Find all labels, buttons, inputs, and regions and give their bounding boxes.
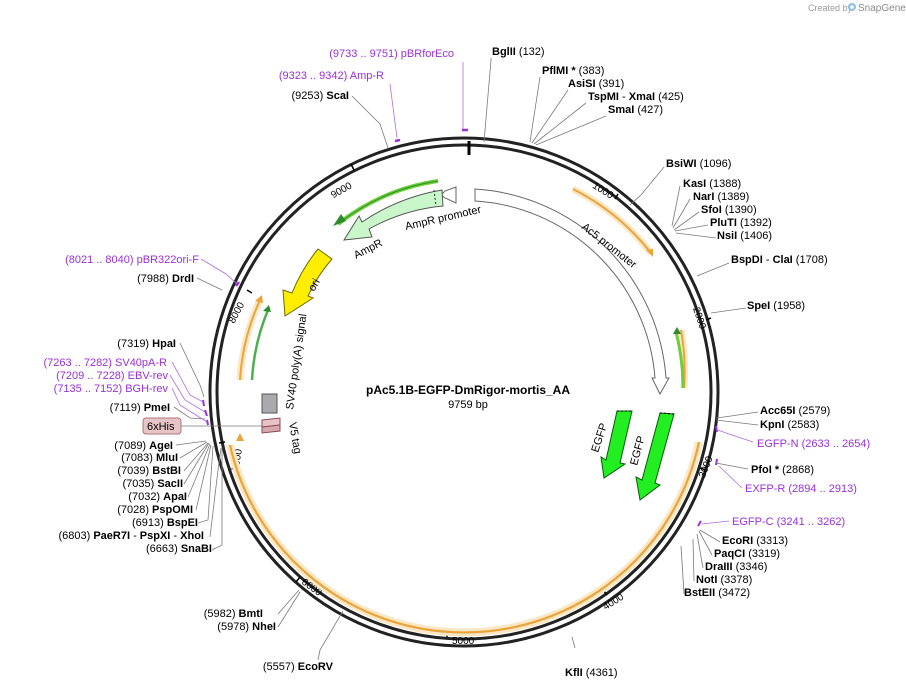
site-label-hpai: (7319) HpaI <box>117 338 176 350</box>
site-label-pfoi: PfoI * (2868) <box>751 464 814 476</box>
site-label-bspei: (6913) BspEI <box>132 517 198 529</box>
ruler-tick-3000: 3000 <box>697 454 716 479</box>
primer-label-ebvrev: (7209 .. 7228) EBV-rev <box>56 370 168 382</box>
site-label-nsii: NsiI (1406) <box>717 230 772 242</box>
his-tag-feature: 6xHis <box>142 417 262 435</box>
orf-arc-left <box>236 295 264 381</box>
site-label-nhei: (5978) NheI <box>217 621 276 633</box>
site-label-bmti: (5982) BmtI <box>204 608 263 620</box>
restriction-site-labels: BglII (132) PflMI * (383)AsiSI (391)TspMI… <box>58 46 830 679</box>
primer-label-sv40par: (7263 .. 7282) SV40pA-R <box>43 357 167 369</box>
svg-text:V5 tag: V5 tag <box>286 421 303 454</box>
site-label-paer7i: (6803) PaeR7I - PspXI - XhoI <box>58 530 204 542</box>
site-label-acc65i: Acc65I (2579) <box>760 405 830 417</box>
svg-text:EGFP: EGFP <box>628 435 647 467</box>
svg-text:ori: ori <box>306 277 323 294</box>
site-label-agei: (7089) AgeI <box>114 440 173 452</box>
green-arc-right <box>673 327 685 389</box>
ori-feature: ori <box>282 248 333 317</box>
primer-marks <box>202 128 718 527</box>
plasmid-size: 9759 bp <box>448 399 488 411</box>
site-label-smai: SmaI (427) <box>608 104 663 116</box>
site-label-asisi: AsiSI (391) <box>568 78 624 90</box>
svg-text:6xHis: 6xHis <box>147 421 175 433</box>
primer-label-pbr322orif: (8021 .. 8040) pBR322ori-F <box>65 254 199 266</box>
leader-lines <box>169 58 759 661</box>
site-label-sacii: (7035) SacII <box>122 478 183 490</box>
svg-text:3000: 3000 <box>697 454 716 479</box>
site-label-kfli: KflI (4361) <box>565 667 618 679</box>
svg-text:8000: 8000 <box>227 300 247 325</box>
site-label-bspdi: BspDI - ClaI (1708) <box>731 254 828 266</box>
egfp-feature-1: EGFP <box>589 410 633 479</box>
sv40-label: SV40 poly(A) signal <box>284 313 309 410</box>
site-label-nari: NarI (1389) <box>693 191 749 203</box>
credit-prefix: Created by <box>808 3 853 13</box>
primer-label-ampr: (9323 .. 9342) Amp-R <box>279 70 384 82</box>
site-label-ecorv: (5557) EcoRV <box>263 661 334 673</box>
primer-label-bghrev: (7135 .. 7152) BGH-rev <box>54 383 169 395</box>
ampr-top-arc <box>333 179 439 226</box>
site-label-ecori: EcoRI (3313) <box>722 535 788 547</box>
site-label-apai: (7032) ApaI <box>128 491 187 503</box>
site-label-kasi: KasI (1388) <box>683 178 741 190</box>
site-label-sfoi: SfoI (1390) <box>701 204 757 216</box>
svg-text:5000: 5000 <box>452 636 475 647</box>
site-label-pmei: (7119) PmeI <box>110 402 170 414</box>
site-label-tspmi: TspMI - XmaI (425) <box>588 91 684 103</box>
primer-label-egfpc: EGFP-C (3241 .. 3262) <box>732 516 845 528</box>
primer-labels: (9733 .. 9751) pBRforEco (9323 .. 9342) A… <box>43 48 870 528</box>
site-label-spei: SpeI (1958) <box>747 300 805 312</box>
svg-text:EGFP: EGFP <box>589 422 610 454</box>
site-label-pluti: PluTI (1392) <box>710 217 772 229</box>
backbone-inner-ring <box>215 143 713 641</box>
orf-arc-top <box>571 185 654 257</box>
site-label-draiii: DraIII (3346) <box>705 561 767 573</box>
egfp-feature-2: EGFP <box>628 412 675 501</box>
v5-tag-feature: V5 tag <box>261 417 303 455</box>
svg-text:AmpR: AmpR <box>352 237 385 262</box>
primer-label-exfpr: EXFP-R (2894 .. 2913) <box>745 483 857 495</box>
orf-arc-bottom <box>226 433 703 637</box>
site-label-mlui: (7083) MluI <box>121 452 178 464</box>
sv40-polya-block <box>261 393 278 414</box>
site-label-bsteii: BstEII (3472) <box>684 587 750 599</box>
site-label-bsiwi: BsiWI (1096) <box>666 158 731 170</box>
site-label-bstbi: (7039) BstBI <box>117 465 181 477</box>
site-label-drdi: (7988) DrdI <box>137 273 194 285</box>
snapgene-logo-icon <box>848 3 856 11</box>
primer-label-pbrforeco: (9733 .. 9751) pBRforEco <box>329 48 454 60</box>
credit-brand: SnapGene <box>858 3 906 14</box>
green-arc-left <box>250 305 271 381</box>
primer-label-egfpn: EGFP-N (2633 .. 2654) <box>757 438 870 450</box>
backbone-outer-ring <box>208 136 720 648</box>
site-label-scai: (9253) ScaI <box>292 90 350 102</box>
site-label-kpni: KpnI (2583) <box>760 419 819 431</box>
ruler-tick-4000: 4000 <box>601 589 626 613</box>
site-label-paqci: PaqCI (3319) <box>714 548 780 560</box>
site-label-pflmi: PflMI * (383) <box>542 65 604 77</box>
plasmid-name: pAc5.1B-EGFP-DmRigor-mortis_AA <box>366 383 570 397</box>
site-label-pspomi: (7028) PspOMI <box>117 504 193 516</box>
site-label-snabi: (6663) SnaBI <box>146 543 212 555</box>
site-label-noti: NotI (3378) <box>696 574 752 586</box>
site-label-bglii: BglII (132) <box>492 46 545 58</box>
